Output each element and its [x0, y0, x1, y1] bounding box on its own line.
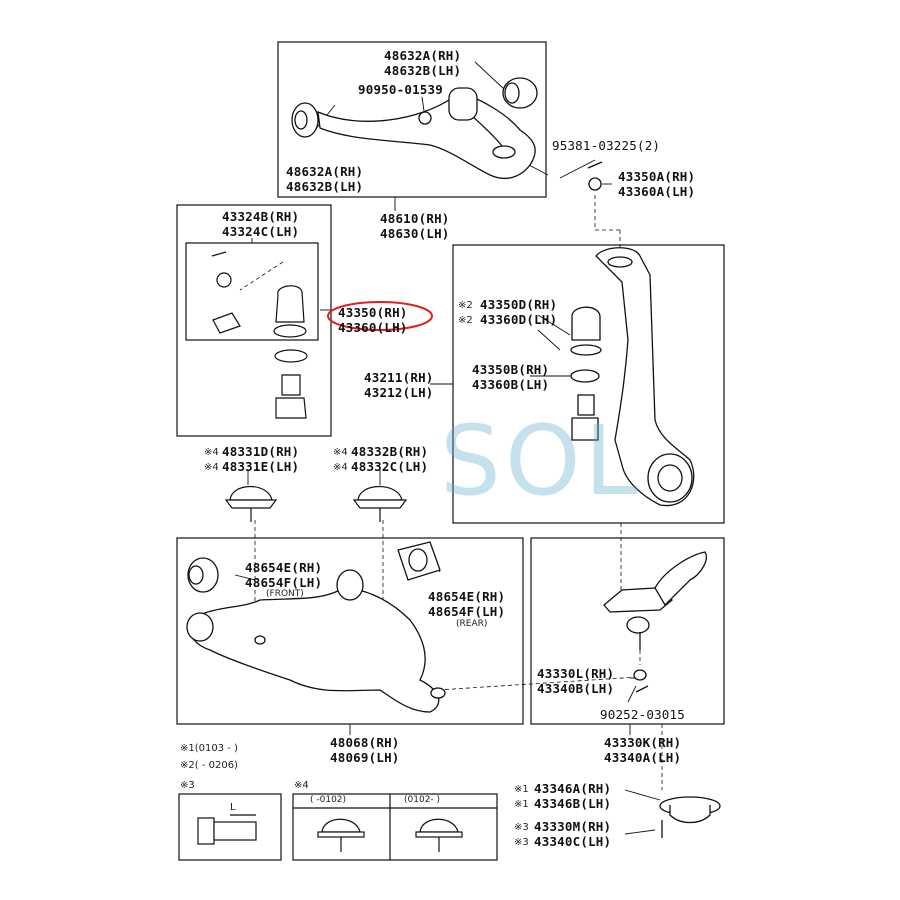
- label-bolt-90950: 90950-01539: [358, 82, 443, 97]
- marks-48332: ※4※4: [333, 447, 348, 473]
- label-lower-bush-front: 48654E(RH)48654F(LH): [245, 560, 323, 590]
- marks-43350d: ※2※2: [458, 300, 473, 326]
- label-knuckle: 43211(RH)43212(LH): [364, 370, 434, 400]
- label-stopper-48332: 48332B(RH)48332C(LH): [351, 444, 429, 474]
- detail4-col-2: (0102- ): [404, 795, 441, 805]
- detail4-title: ※4: [294, 780, 309, 791]
- label-joint-43330m: 43330M(RH)43340C(LH): [534, 819, 612, 849]
- lower-ball-joint-box: [530, 537, 725, 725]
- label-cover-43346: 43346A(RH)43346B(LH): [534, 781, 612, 811]
- label-ring-43350b: 43350B(RH)43360B(LH): [472, 362, 550, 392]
- label-upper-arm: 48610(RH)48630(LH): [380, 211, 450, 241]
- watermark: SOL: [440, 405, 642, 517]
- detail3-dim: L: [230, 802, 236, 813]
- marks-43346: ※1※1: [514, 784, 529, 810]
- label-upper-bush-left: 48632A(RH)48632B(LH): [286, 164, 364, 194]
- detail4-col-1: ( -0102): [310, 795, 347, 805]
- label-lower-ball-joint: 43330K(RH)43340A(LH): [604, 735, 682, 765]
- label-upper-bush-top: 48632A(RH)48632B(LH): [384, 48, 462, 78]
- label-lower-cotter: 90252-03015: [600, 707, 685, 722]
- label-cotter-pin: 95381-03225(2): [552, 138, 661, 153]
- notes: ※1(0103 - )※2( - 0206): [180, 743, 238, 771]
- highlight-oval: [327, 301, 433, 331]
- rear-note: (REAR): [456, 619, 488, 629]
- detail4-box: [292, 793, 498, 861]
- front-note: (FRONT): [266, 589, 304, 599]
- label-boot-43350d: 43350D(RH)43360D(LH): [480, 297, 558, 327]
- marks-48331: ※4※4: [204, 447, 219, 473]
- label-stopper-48331: 48331D(RH)48331E(LH): [222, 444, 300, 474]
- label-highlight-part: 43350(RH)43360(LH): [338, 305, 408, 335]
- upper-arm-box: [277, 41, 547, 198]
- boot-kit-box: [176, 204, 332, 437]
- label-lower-arm: 48068(RH)48069(LH): [330, 735, 400, 765]
- label-nut-43350a: 43350A(RH)43360A(LH): [618, 169, 696, 199]
- detail3-title: ※3: [180, 780, 195, 791]
- label-boot-kit: 43324B(RH)43324C(LH): [222, 209, 300, 239]
- label-lower-bush-rear: 48654E(RH)48654F(LH): [428, 589, 506, 619]
- detail3-box: [178, 793, 282, 861]
- label-lower-joint-nut: 43330L(RH)43340B(LH): [537, 666, 615, 696]
- marks-43330m: ※3※3: [514, 822, 529, 848]
